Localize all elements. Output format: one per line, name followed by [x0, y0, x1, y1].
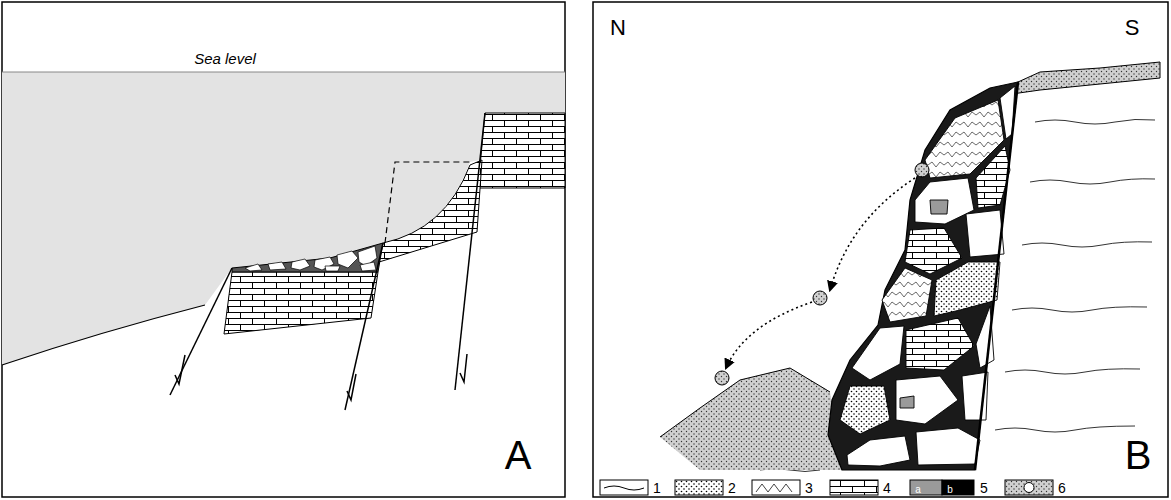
breccia-clasts: [840, 86, 1015, 466]
legend-label: 5: [980, 481, 988, 495]
legend-label: 6: [1058, 481, 1066, 495]
sea-floor: [2, 305, 205, 365]
transport-arrows: [726, 178, 915, 368]
sea-level-label: Sea level: [194, 51, 256, 66]
sea-level-line: [2, 72, 565, 73]
compass-label: S: [1125, 17, 1140, 39]
limestone-block: [379, 160, 482, 262]
sand-cover: [1005, 62, 1160, 95]
fault-plane: [975, 82, 1018, 470]
compass-label: N: [610, 17, 626, 39]
breccia-body: [828, 82, 1018, 470]
legend-label: 3: [805, 481, 813, 495]
panel-letter: A: [505, 435, 532, 475]
sea-water: [2, 72, 565, 365]
slope-surface: [660, 368, 830, 437]
legend-label: 2: [728, 481, 736, 495]
legend-sublabel: a: [915, 485, 921, 495]
legend-sublabel: b: [947, 485, 953, 495]
breccia-wedge: [232, 243, 383, 272]
sand-grain-symbols: [715, 163, 929, 385]
panel-letter: B: [1125, 435, 1152, 475]
panel-frame: [593, 2, 1168, 497]
limestone-block: [478, 113, 565, 188]
breccia-clasts: [245, 246, 377, 271]
limestone-block: [224, 272, 378, 334]
legend-label: 1: [653, 481, 661, 495]
legend-label: 4: [883, 481, 891, 495]
eroded-outline: [385, 162, 470, 243]
panel-frame: [2, 2, 565, 497]
sand-slope: [660, 368, 842, 470]
normal-faults: [170, 113, 485, 410]
legend-swatches: [600, 480, 1053, 495]
